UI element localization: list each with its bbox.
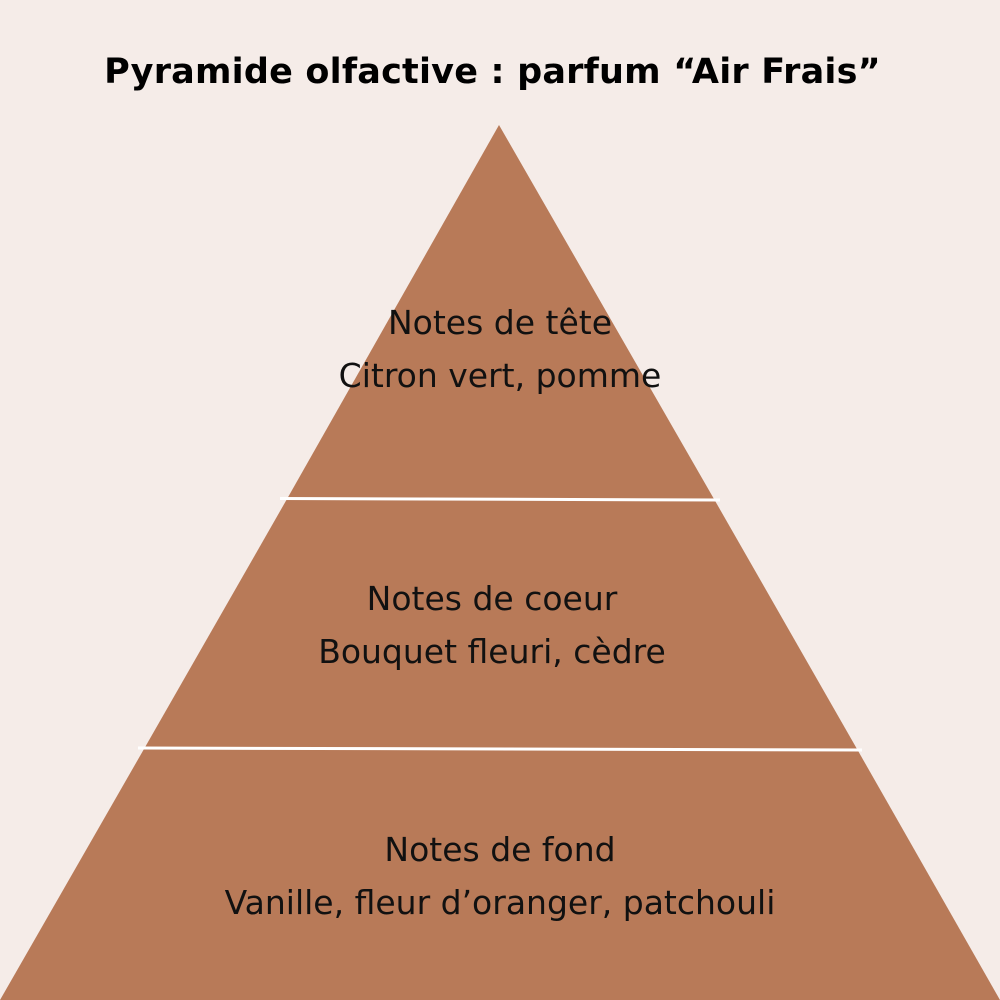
pyramid-tier-middle	[144, 499, 857, 749]
tier-divider	[137, 746, 863, 752]
tier-heading: Notes de tête	[387, 303, 613, 342]
tier-notes: Vanille, fleur d’oranger, patchouli	[224, 883, 776, 922]
tier-divider	[279, 497, 721, 502]
tier-bottom-label: Notes de fond Vanille, fleur d’oranger, …	[0, 823, 1000, 929]
pyramid-tier-bottom	[0, 749, 1000, 1000]
tier-notes: Citron vert, pomme	[338, 356, 662, 395]
tier-middle-label: Notes de coeur Bouquet fleuri, cèdre	[0, 572, 992, 678]
diagram-title: Pyramide olfactive : parfum “Air Frais”	[104, 52, 881, 92]
tier-heading: Notes de coeur	[366, 579, 618, 618]
tier-notes: Bouquet fleuri, cèdre	[318, 632, 666, 671]
tier-heading: Notes de fond	[384, 830, 616, 869]
tier-top-label: Notes de tête Citron vert, pomme	[0, 296, 1000, 402]
pyramid-tier-top	[287, 125, 714, 499]
